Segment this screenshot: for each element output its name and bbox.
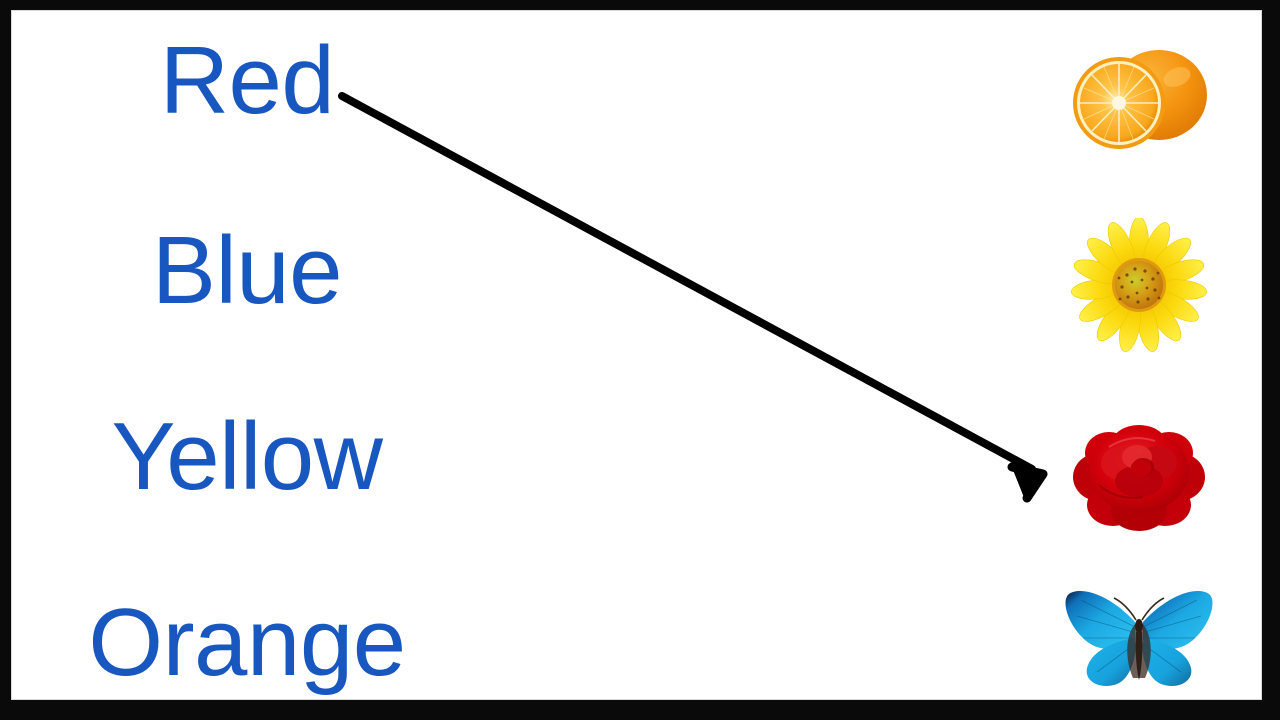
blue-butterfly-image[interactable] xyxy=(1059,571,1219,699)
color-word-orange[interactable]: Orange xyxy=(88,589,406,696)
red-rose-image[interactable] xyxy=(1059,403,1219,538)
worksheet-board: Red Blue Yellow Orange xyxy=(11,10,1262,700)
color-word-red[interactable]: Red xyxy=(159,27,335,134)
sunflower-image[interactable] xyxy=(1059,218,1219,353)
orange-fruit-image[interactable] xyxy=(1059,33,1219,168)
color-word-blue[interactable]: Blue xyxy=(151,217,343,324)
picture-list xyxy=(1021,11,1261,699)
color-word-list: Red Blue Yellow Orange xyxy=(12,11,482,699)
color-word-yellow[interactable]: Yellow xyxy=(111,403,383,510)
